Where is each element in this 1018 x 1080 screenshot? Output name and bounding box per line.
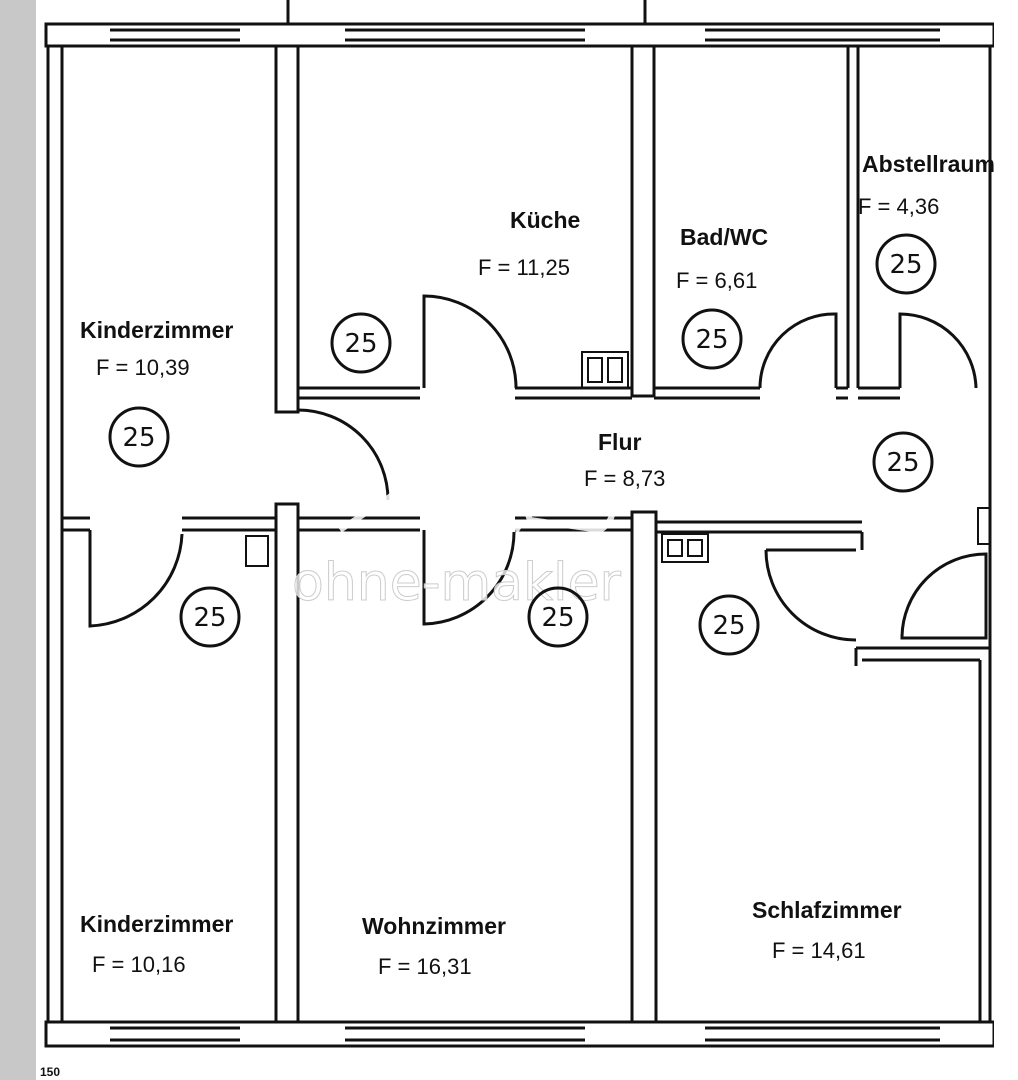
marker-label: 25 (193, 603, 226, 633)
marker-circle (179, 586, 241, 648)
room-label-abstellraum: Abstellraum (862, 151, 995, 177)
marker-label: 25 (886, 448, 919, 478)
marker-label: 25 (712, 611, 745, 641)
room-area-bad-wc: F = 6,61 (676, 268, 757, 293)
marker-circle (872, 431, 934, 493)
room-area-kueche: F = 11,25 (478, 255, 570, 280)
svg-text:ohne-makler: ohne-makler (292, 553, 622, 613)
fixtures (245, 351, 991, 567)
room-area-flur: F = 8,73 (584, 466, 665, 491)
interior-walls (62, 44, 990, 1024)
room-label-bad-wc: Bad/WC (680, 224, 768, 250)
room-label-wohnzimmer: Wohnzimmer (362, 913, 506, 939)
room-labels: Kinderzimmer F = 10,39 Küche F = 11,25 B… (80, 151, 995, 979)
marker-circle (875, 233, 937, 295)
marker-label: 25 (889, 250, 922, 280)
marker-circle (698, 594, 760, 656)
room-area-schlafzimmer: F = 14,61 (772, 938, 866, 963)
room-label-kinderzimmer-2: Kinderzimmer (80, 911, 233, 937)
room-area-wohnzimmer: F = 16,31 (378, 954, 472, 979)
door-swings (88, 294, 988, 642)
room-area-kinderzimmer-2: F = 10,16 (92, 952, 186, 977)
marker-circle (108, 406, 170, 468)
marker-labels: 25 25 25 25 25 25 25 25 (122, 250, 922, 641)
marker-circle (330, 312, 392, 374)
markers (108, 233, 937, 656)
room-label-kueche: Küche (510, 207, 580, 233)
marker-label: 25 (344, 329, 377, 359)
room-label-schlafzimmer: Schlafzimmer (752, 897, 902, 923)
marker-label: 25 (122, 423, 155, 453)
marker-label: 25 (695, 325, 728, 355)
room-area-kinderzimmer-1: F = 10,39 (96, 355, 190, 380)
marker-circle (527, 586, 589, 648)
page-number: 150 (40, 1065, 60, 1079)
marker-circle (681, 308, 743, 370)
room-area-abstellraum: F = 4,36 (858, 194, 939, 219)
room-label-flur: Flur (598, 429, 641, 455)
room-label-kinderzimmer-1: Kinderzimmer (80, 317, 233, 343)
watermark: ohne-makler (292, 466, 622, 614)
marker-label: 25 (541, 603, 574, 633)
scan-margin (0, 0, 36, 1080)
scan-edge-right (994, 0, 1018, 1080)
